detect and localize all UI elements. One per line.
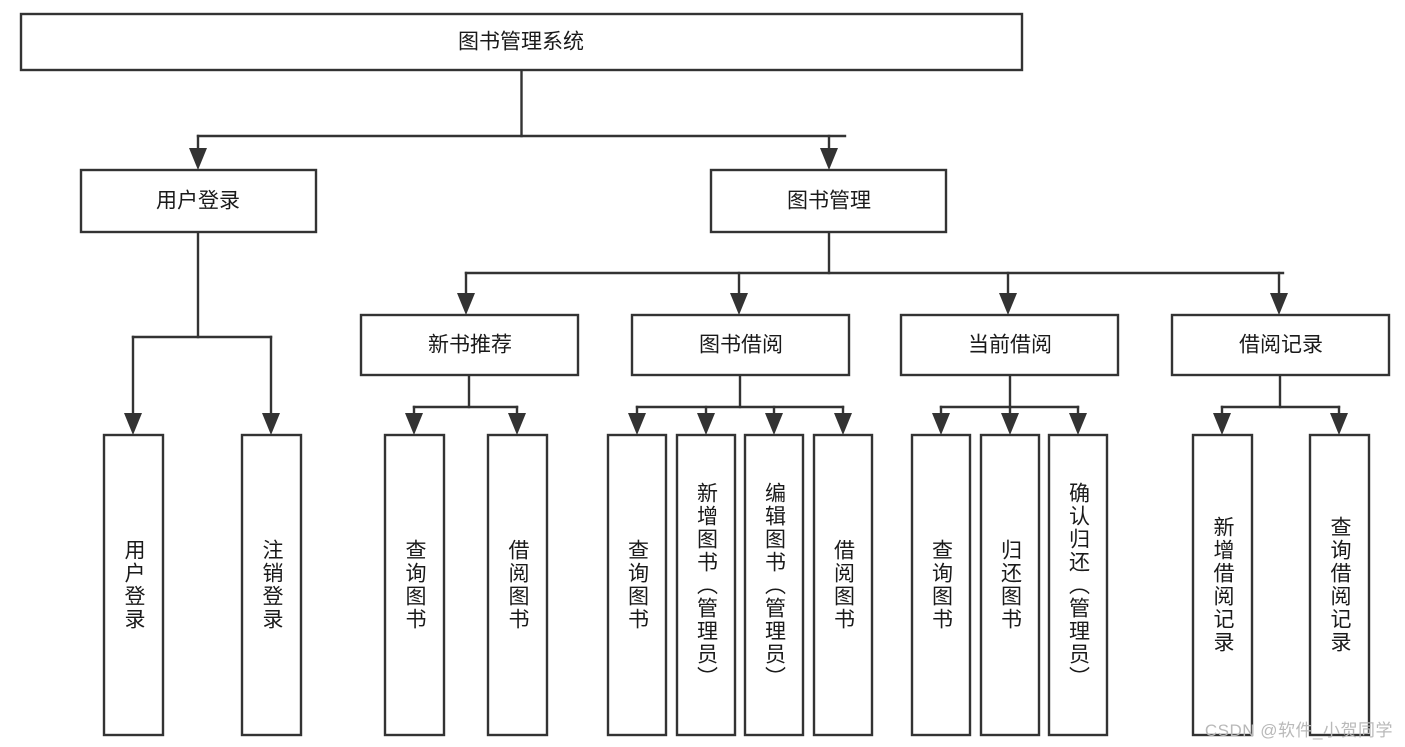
node-user-login-label: 用户登录 [156,190,240,213]
leaf-box-borrow-record-2[interactable] [1308,433,1371,737]
node-book-borrow-box[interactable] [630,313,851,377]
arrow-root-to-book-mgmt [820,148,838,170]
arrow-user-login-leaf-1 [124,413,142,435]
node-book-management-label: 图书管理 [787,190,871,213]
node-new-book-recommend[interactable]: 新书推荐 [359,313,580,377]
leaf-box-book-borrow-3[interactable] [743,433,805,737]
connectors-borrow-record-to-leaves [1213,373,1348,435]
leaf-box-new-book-1[interactable] [383,433,446,737]
watermark-text: CSDN @软件_小贺同学 [1204,721,1393,740]
node-current-borrow[interactable]: 当前借阅 [899,313,1120,377]
arrow-book-borrow-leaf-3 [765,413,783,435]
leaf-box-user-login-1[interactable] [102,433,165,737]
node-root[interactable]: 图书管理系统 [19,12,1024,72]
connectors-new-book-to-leaves [405,373,526,435]
leaf-box-book-borrow-1[interactable] [606,433,668,737]
node-book-management[interactable]: 图书管理 [709,168,948,234]
connectors-current-borrow-to-leaves [932,373,1087,435]
node-user-login-box[interactable] [79,168,318,234]
arrow-current-borrow-leaf-3 [1069,413,1087,435]
leaf-box-current-borrow-2[interactable] [979,433,1041,737]
arrow-book-borrow-leaf-2 [697,413,715,435]
node-user-login[interactable]: 用户登录 [79,168,318,234]
leaf-boxes-user-login [102,433,303,737]
arrow-book-borrow-leaf-4 [834,413,852,435]
arrow-current-borrow-leaf-2 [1001,413,1019,435]
leaf-boxes-borrow-record [1191,433,1371,737]
leaf-boxes-book-borrow [606,433,874,737]
arrow-book-mgmt-borrow-record [1270,293,1288,315]
connectors-user-login-to-leaves [124,230,280,435]
node-new-book-recommend-label: 新书推荐 [428,334,512,357]
leaf-box-current-borrow-1[interactable] [910,433,972,737]
arrow-root-to-user-login [189,148,207,170]
arrow-user-login-leaf-2 [262,413,280,435]
connectors-root-to-level2 [189,68,847,170]
node-root-label: 图书管理系统 [458,31,584,54]
node-book-management-box[interactable] [709,168,948,234]
node-current-borrow-label: 当前借阅 [968,334,1052,357]
node-borrow-record[interactable]: 借阅记录 [1170,313,1391,377]
arrow-book-mgmt-new-book [457,293,475,315]
arrow-borrow-record-leaf-2 [1330,413,1348,435]
node-borrow-record-box[interactable] [1170,313,1391,377]
arrow-book-mgmt-current-borrow [999,293,1017,315]
node-book-borrow-label: 图书借阅 [699,334,783,357]
arrow-new-book-leaf-2 [508,413,526,435]
leaf-box-borrow-record-1[interactable] [1191,433,1254,737]
arrow-borrow-record-leaf-1 [1213,413,1231,435]
leaf-boxes-current-borrow [910,433,1109,737]
arrow-book-mgmt-book-borrow [730,293,748,315]
leaf-box-user-login-2[interactable] [240,433,303,737]
leaf-box-book-borrow-4[interactable] [812,433,874,737]
node-root-box[interactable] [19,12,1024,72]
connectors-book-borrow-to-leaves [628,373,852,435]
node-book-borrow[interactable]: 图书借阅 [630,313,851,377]
arrow-book-borrow-leaf-1 [628,413,646,435]
leaf-box-new-book-2[interactable] [486,433,549,737]
leaf-box-book-borrow-2[interactable] [675,433,737,737]
leaf-boxes-new-book-recommend [383,433,549,737]
arrow-new-book-leaf-1 [405,413,423,435]
node-borrow-record-label: 借阅记录 [1239,334,1323,357]
leaf-box-current-borrow-3[interactable] [1047,433,1109,737]
arrow-current-borrow-leaf-1 [932,413,950,435]
node-current-borrow-box[interactable] [899,313,1120,377]
connectors-book-mgmt-to-level3 [457,230,1288,315]
node-new-book-recommend-box[interactable] [359,313,580,377]
